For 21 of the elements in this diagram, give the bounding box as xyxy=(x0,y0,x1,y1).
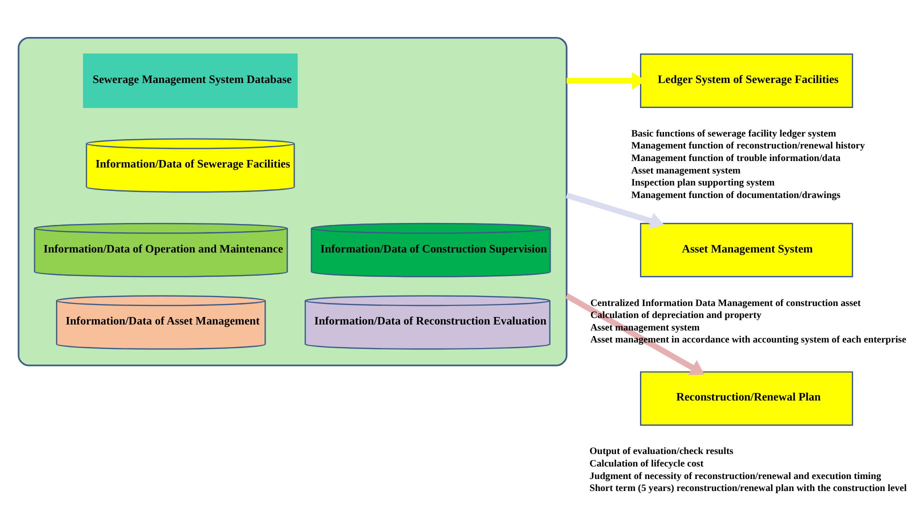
arrow xyxy=(565,293,705,376)
node-box: Sewerage Management System Database xyxy=(83,54,298,108)
node-box: Reconstruction/Renewal Plan xyxy=(640,371,854,426)
node-label: Short term (5 years) reconstruction/renewal plan with the construction level xyxy=(590,483,907,494)
cluster xyxy=(18,37,568,366)
node-label: Management function of trouble information/data xyxy=(631,153,841,164)
node-label: Asset management system xyxy=(631,165,741,176)
node-label: Judgment of necessity of reconstruction/renewal and execution timing xyxy=(590,470,882,482)
arrow xyxy=(566,192,664,230)
node-label: Centralized Information Data Management of construction asset xyxy=(590,298,861,309)
node-label: Calculation of lifecycle cost xyxy=(590,458,704,470)
node-box: Ledger System of Sewerage Facilities xyxy=(640,54,854,108)
node-label: Basic functions of sewerage facility ledger system xyxy=(631,128,836,140)
node-label: Asset management in accordance with accounting system of each enterprise xyxy=(590,334,906,346)
node-label: Management function of reconstruction/renewal history xyxy=(631,140,865,152)
node-box: Asset Management System xyxy=(640,222,854,278)
node-label: Asset management system xyxy=(590,322,700,334)
node-label: Inspection plan supporting system xyxy=(631,178,775,189)
node-label: Output of evaluation/check results xyxy=(590,446,734,458)
node-label: Management function of documentation/drawings xyxy=(631,190,841,201)
node-label: Calculation of depreciation and property xyxy=(590,310,762,322)
